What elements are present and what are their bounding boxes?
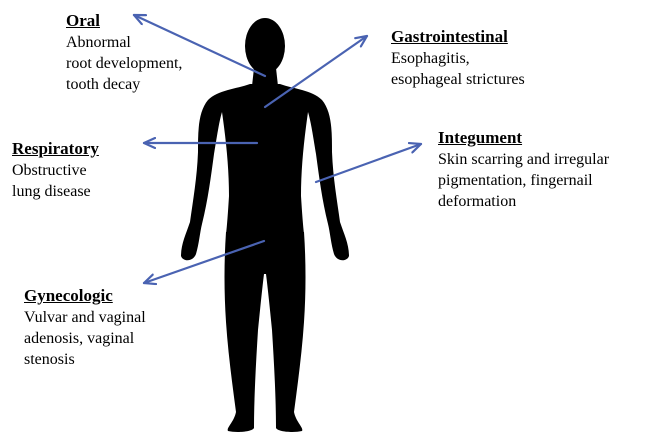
legs-shape bbox=[225, 232, 306, 432]
oral-desc-line-3: tooth decay bbox=[66, 74, 182, 95]
gastrointestinal-desc-line-2: esophageal strictures bbox=[391, 69, 525, 90]
human-silhouette bbox=[181, 18, 349, 432]
gastrointestinal-title: Gastrointestinal bbox=[391, 27, 525, 47]
gynecologic-label-block: Gynecologic Vulvar and vaginal adenosis,… bbox=[24, 286, 146, 370]
gynecologic-desc-line-2: adenosis, vaginal bbox=[24, 328, 146, 349]
oral-label-block: Oral Abnormal root development, tooth de… bbox=[66, 11, 182, 95]
gynecologic-desc-line-3: stenosis bbox=[24, 349, 146, 370]
oral-desc-line-2: root development, bbox=[66, 53, 182, 74]
respiratory-desc-line-1: Obstructive bbox=[12, 160, 99, 181]
respiratory-title: Respiratory bbox=[12, 139, 99, 159]
integument-title: Integument bbox=[438, 128, 609, 148]
gynecologic-desc-line-1: Vulvar and vaginal bbox=[24, 307, 146, 328]
oral-desc-line-1: Abnormal bbox=[66, 32, 182, 53]
integument-label-block: Integument Skin scarring and irregular p… bbox=[438, 128, 609, 212]
oral-title: Oral bbox=[66, 11, 182, 31]
integument-desc-line-1: Skin scarring and irregular bbox=[438, 149, 609, 170]
gastrointestinal-label-block: Gastrointestinal Esophagitis, esophageal… bbox=[391, 27, 525, 90]
integument-desc-line-3: deformation bbox=[438, 191, 609, 212]
respiratory-desc-line-2: lung disease bbox=[12, 181, 99, 202]
integument-desc-line-2: pigmentation, fingernail bbox=[438, 170, 609, 191]
gastrointestinal-desc-line-1: Esophagitis, bbox=[391, 48, 525, 69]
respiratory-label-block: Respiratory Obstructive lung disease bbox=[12, 139, 99, 202]
gynecologic-title: Gynecologic bbox=[24, 286, 146, 306]
head-shape bbox=[245, 18, 285, 74]
